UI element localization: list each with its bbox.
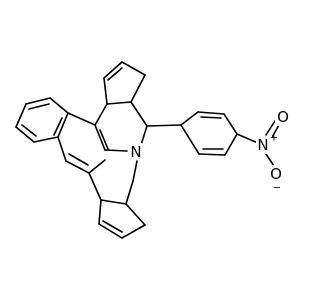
bond xyxy=(125,180,134,205)
bond xyxy=(102,220,123,233)
bond xyxy=(198,153,226,156)
bond xyxy=(121,224,146,239)
atom-labels-group: N N + O O − xyxy=(129,108,291,194)
nitro-oxygen-bottom-label: O xyxy=(270,165,282,183)
bond xyxy=(200,116,222,119)
label-background xyxy=(129,143,144,160)
bond xyxy=(224,133,238,156)
bond xyxy=(33,136,59,143)
bond xyxy=(103,61,123,79)
bond xyxy=(15,126,35,143)
bond xyxy=(68,153,89,166)
nitro-positive-charge: + xyxy=(270,133,278,144)
bond xyxy=(125,203,146,226)
bond xyxy=(15,103,27,128)
bond xyxy=(140,125,148,146)
bond xyxy=(180,124,200,155)
bond xyxy=(107,67,123,81)
bonds-group xyxy=(15,61,280,239)
bond xyxy=(130,74,146,103)
nitro-nitrogen-label: N xyxy=(257,136,268,154)
bond xyxy=(270,124,280,140)
bond xyxy=(28,103,50,110)
label-background xyxy=(256,136,272,154)
bond xyxy=(57,112,69,138)
bond xyxy=(180,111,199,126)
nitro-negative-charge: − xyxy=(273,183,281,194)
nitro-oxygen-top-label: O xyxy=(277,108,289,126)
bond xyxy=(223,113,238,135)
bond xyxy=(65,160,90,174)
bond xyxy=(197,111,225,115)
bond xyxy=(67,112,96,126)
bond xyxy=(106,101,132,105)
bond xyxy=(25,97,51,105)
label-background xyxy=(275,108,291,126)
bond xyxy=(132,160,138,182)
bond xyxy=(265,153,275,167)
bond xyxy=(99,129,109,150)
bond xyxy=(100,199,127,205)
molecule-canvas: N N + O O − xyxy=(15,61,291,239)
bond xyxy=(265,120,276,136)
bond xyxy=(88,159,106,174)
bond xyxy=(49,97,69,114)
ring-nitrogen-label: N xyxy=(130,143,141,161)
bond xyxy=(57,136,67,162)
bond xyxy=(146,124,182,127)
bond xyxy=(94,124,106,151)
bond xyxy=(236,133,259,144)
bond xyxy=(121,61,146,76)
bond xyxy=(130,101,148,127)
bond xyxy=(88,172,102,201)
bond xyxy=(94,103,108,126)
bond xyxy=(104,149,128,152)
bond xyxy=(98,223,123,239)
bond xyxy=(103,77,108,105)
bond xyxy=(21,124,37,137)
bond xyxy=(98,199,102,225)
label-background xyxy=(268,165,284,183)
bond xyxy=(53,117,63,136)
molecule-structure: N N + O O − xyxy=(15,61,291,239)
